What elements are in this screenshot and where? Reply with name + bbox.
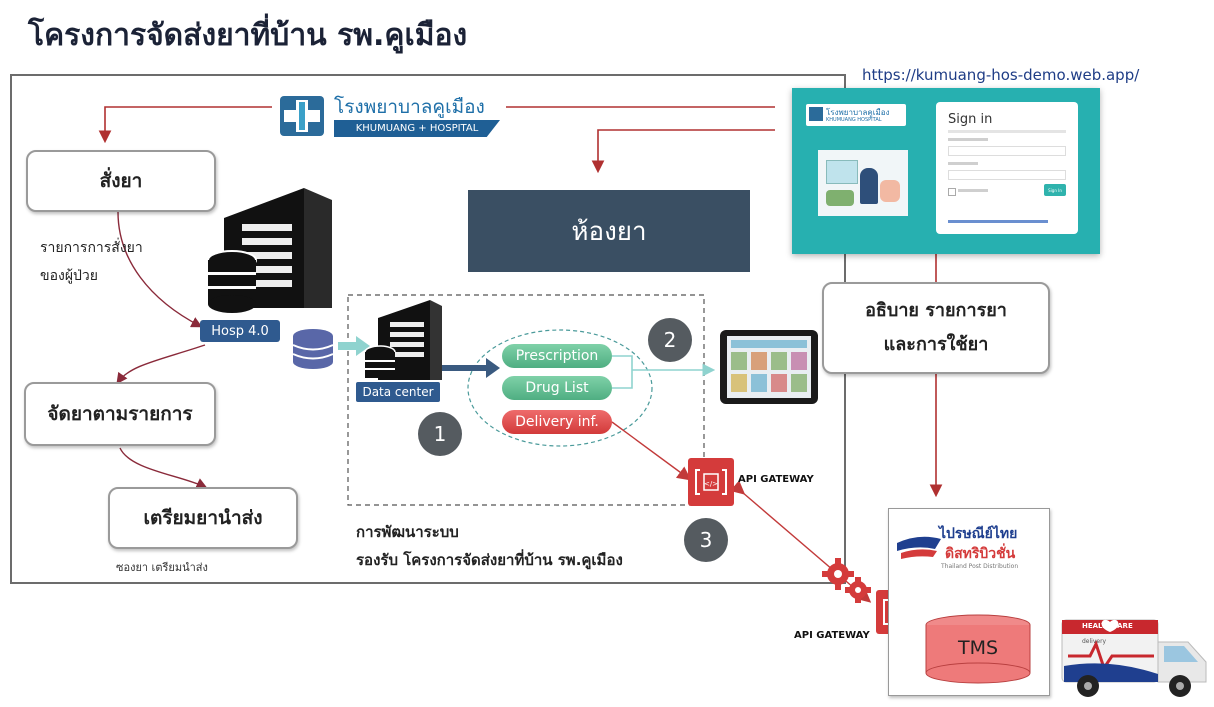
delivery-info-pill: Delivery inf. bbox=[502, 410, 612, 434]
arrow-signin-to-pharmacy bbox=[591, 129, 775, 174]
dev-system-line1: การพัฒนาระบบ bbox=[356, 523, 459, 541]
hospital-logo: โรงพยาบาลคูเมือง KHUMUANG + HOSPITAL bbox=[272, 92, 506, 140]
api-gateway-label-2: API GATEWAY bbox=[794, 630, 870, 641]
data-oval bbox=[467, 329, 653, 447]
thaipost-line1: ไปรษณีย์ไทย bbox=[939, 526, 1018, 542]
signin-heading: Sign in bbox=[948, 112, 993, 127]
tms-database-icon bbox=[925, 614, 1031, 684]
hospital-cross-icon bbox=[280, 96, 324, 136]
dev-system-line2: รองรับ โครงการจัดส่งยาที่บ้าน รพ.คูเมือง bbox=[356, 551, 623, 569]
api-gateway-icon: </> bbox=[688, 458, 734, 506]
order-list-line2: ของผู้ป่วย bbox=[40, 268, 98, 284]
data-center-label: Data center bbox=[356, 382, 440, 402]
dev-system-boundary bbox=[347, 294, 705, 506]
signin-illustration bbox=[818, 150, 908, 216]
thaipost-tms-box: ไปรษณีย์ไทย ดิสทริบิวชั่น Thailand Post … bbox=[888, 508, 1050, 696]
pharmacy-box: ห้องยา bbox=[468, 190, 750, 272]
ready-to-deliver-box: เตรียมยานำส่ง bbox=[108, 487, 298, 549]
app-url-link[interactable]: https://kumuang-hos-demo.web.app/ bbox=[862, 66, 1140, 84]
database-icon bbox=[292, 329, 334, 369]
arrow-order-to-hosp bbox=[117, 211, 203, 328]
truck-brand: HEALTHCARE bbox=[1082, 622, 1133, 630]
tms-label: TMS bbox=[957, 637, 999, 659]
server-icon bbox=[207, 188, 332, 313]
hosp-label: Hosp 4.0 bbox=[200, 320, 280, 342]
package-note: ซองยา เตรียมนำส่ง bbox=[116, 561, 208, 574]
signin-card: Sign in Sign In bbox=[936, 102, 1078, 234]
order-medicine-box: สั่งยา bbox=[26, 150, 216, 212]
explain-line2: และการใช้ยา bbox=[883, 334, 989, 355]
signin-button[interactable]: Sign In bbox=[1044, 184, 1066, 196]
page-title: โครงการจัดส่งยาที่บ้าน รพ.คูเมือง bbox=[28, 18, 468, 53]
signin-email-field[interactable] bbox=[948, 146, 1066, 156]
signin-mini-logo: โรงพยาบาลคูเมือง KHUMUANG HOSPITAL bbox=[806, 104, 906, 126]
signin-mini-logo-en: KHUMUANG HOSPITAL bbox=[826, 117, 882, 123]
tablet-screen bbox=[727, 336, 811, 398]
drug-list-pill: Drug List bbox=[502, 376, 612, 400]
signin-screenshot: โรงพยาบาลคูเมือง KHUMUANG HOSPITAL Sign … bbox=[792, 88, 1100, 254]
logo-thai-text: โรงพยาบาลคูเมือง bbox=[334, 96, 485, 118]
signin-password-field[interactable] bbox=[948, 170, 1066, 180]
signin-remember-checkbox[interactable] bbox=[948, 188, 956, 196]
api-gateway-label-1: API GATEWAY bbox=[738, 474, 814, 485]
explain-line1: อธิบาย รายการยา bbox=[865, 300, 1007, 321]
arrow-hosp-to-prepare bbox=[116, 344, 206, 385]
explain-medication-box: อธิบาย รายการยา และการใช้ยา bbox=[822, 282, 1050, 374]
thaipost-line3: Thailand Post Distribution bbox=[941, 563, 1019, 570]
step-1-badge: 1 bbox=[418, 412, 462, 456]
truck-sub: delivery bbox=[1082, 638, 1107, 645]
arrow-logo-to-order bbox=[98, 106, 272, 144]
delivery-truck-icon: HEALTHCARE delivery bbox=[1060, 614, 1210, 702]
step-2-badge: 2 bbox=[648, 318, 692, 362]
thaipost-logo-icon bbox=[897, 536, 941, 559]
signin-mini-logo-thai: โรงพยาบาลคูเมือง bbox=[826, 108, 890, 117]
order-list-line1: รายการการสั่งยา bbox=[40, 240, 143, 256]
arrow-api-to-api bbox=[730, 480, 872, 603]
data-center-server-icon bbox=[364, 300, 442, 380]
arrow-delivery-to-api bbox=[611, 421, 692, 481]
logo-english-band: KHUMUANG + HOSPITAL bbox=[334, 120, 500, 137]
gears-icon bbox=[822, 558, 871, 603]
patient-order-list-label: รายการการสั่งยา ของผู้ป่วย bbox=[40, 234, 143, 290]
step-3-badge: 3 bbox=[684, 518, 728, 562]
arrow-prepare-to-ready bbox=[119, 447, 208, 489]
tablet-icon bbox=[720, 330, 818, 404]
prepare-medicine-box: จัดยาตามรายการ bbox=[24, 382, 216, 446]
prescription-pill: Prescription bbox=[502, 344, 612, 368]
svg-text:</>: </> bbox=[704, 480, 718, 488]
thaipost-line2: ดิสทริบิวชั่น bbox=[945, 546, 1016, 562]
